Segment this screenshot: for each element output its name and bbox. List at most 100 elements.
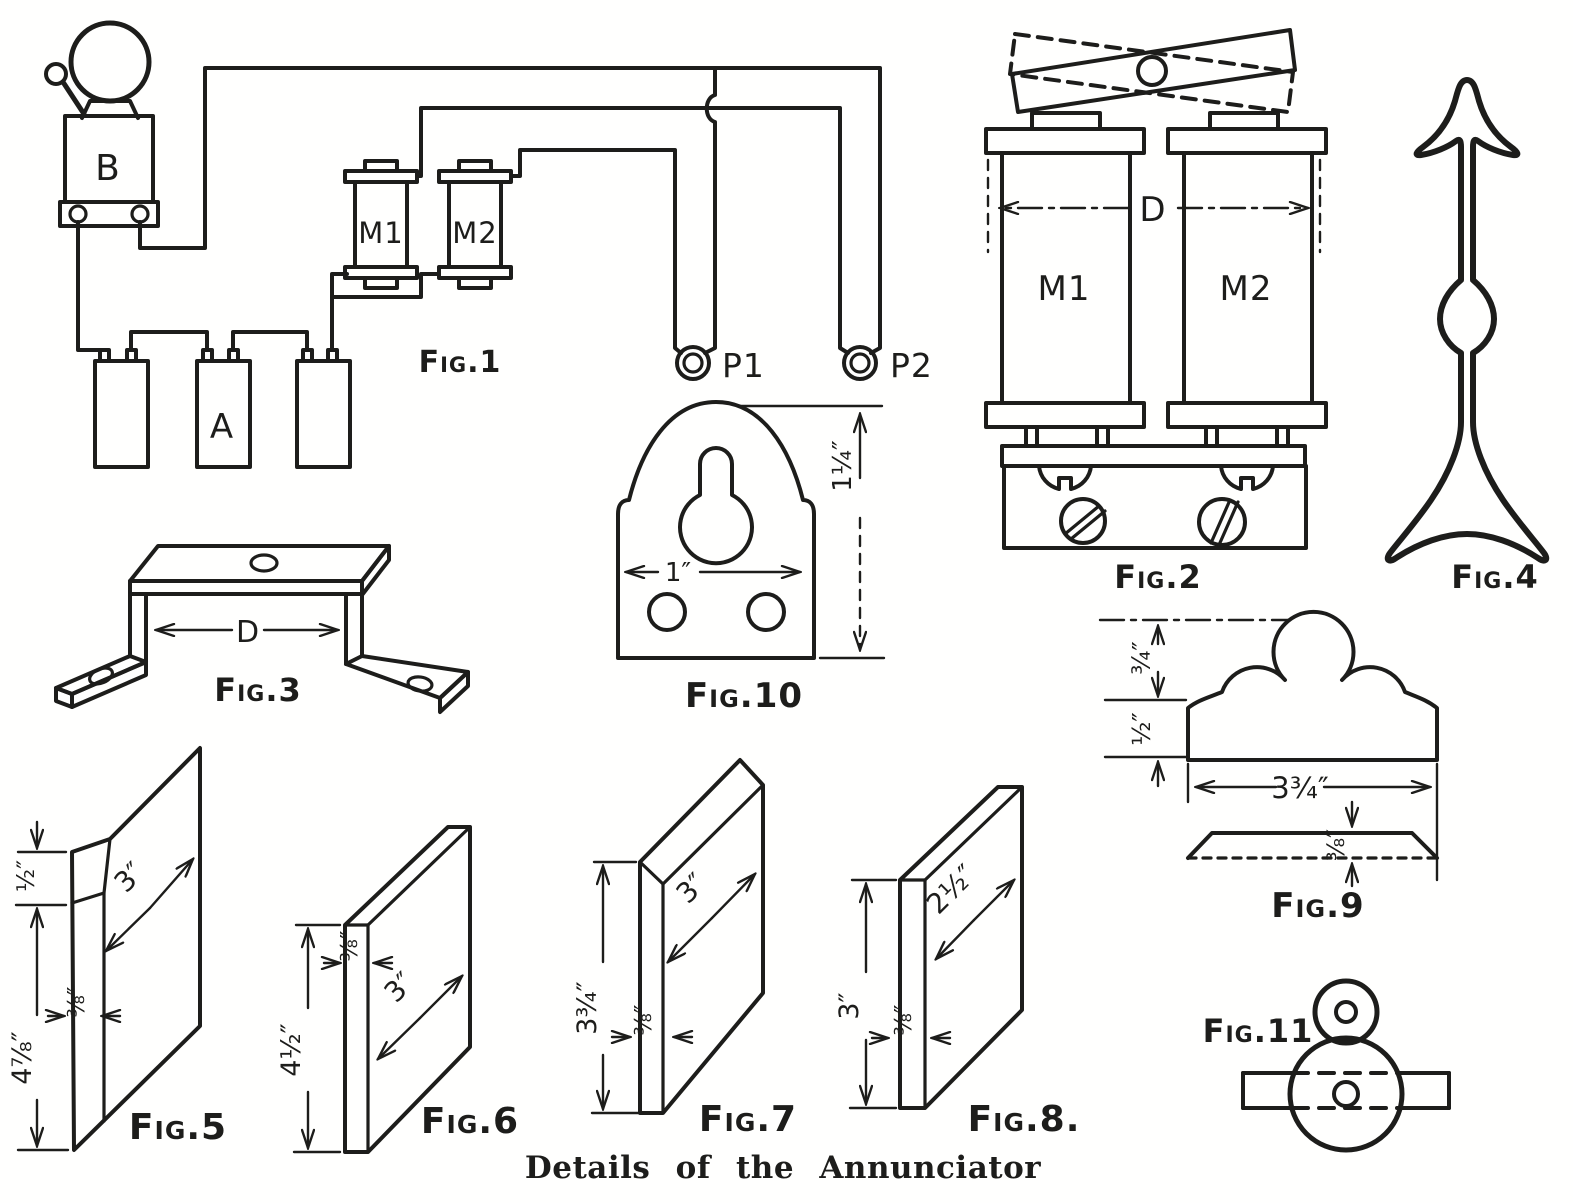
board-outline — [898, 785, 1024, 1110]
fig10-label: Fig.10 — [685, 676, 803, 716]
wire-m2-to-p1 — [509, 148, 683, 355]
coil-m2-label: M2 — [452, 216, 497, 250]
plate-outline — [616, 400, 816, 660]
depth-arrow — [148, 859, 193, 910]
screw-slot — [1063, 504, 1101, 536]
push-button-p2 — [842, 345, 878, 381]
fig6-height-dim: 4½″ — [276, 1023, 307, 1076]
battery-link-1 — [129, 330, 209, 352]
depth-arrow — [106, 906, 152, 951]
fig7-label: Fig.7 — [699, 1099, 797, 1140]
fig9-width-dim: 3¾″ — [1271, 771, 1329, 805]
wire-m1-to-p2 — [415, 106, 850, 355]
fig9-thickness-dim: ⅜″ — [1322, 829, 1350, 861]
bell-clapper-ball — [44, 62, 68, 86]
battery-link-2 — [231, 330, 309, 352]
fig2-label: Fig.2 — [1114, 558, 1202, 596]
depth-arrow — [378, 1016, 422, 1059]
fig9-scalloped-plate: ¾″ ½″ 3¾″ ⅜″ Fig.9 — [1098, 609, 1439, 926]
fig6-thickness-dim: ⅜″ — [337, 930, 363, 961]
small-disc-hole — [1334, 1000, 1358, 1024]
fig8-height-dim: 3″ — [834, 992, 865, 1019]
bracket-right-side — [360, 544, 391, 597]
bell-base — [58, 200, 160, 228]
fig1-label: Fig.1 — [419, 345, 502, 380]
keyhole-slot — [678, 446, 754, 566]
fig4-pointer-needle: Fig.4 — [1384, 77, 1550, 596]
base-block — [1002, 464, 1308, 550]
screw-hole-right — [746, 592, 786, 632]
push-button-p1 — [675, 345, 711, 381]
fig4-label: Fig.4 — [1451, 558, 1539, 596]
pointer-outline — [1384, 77, 1550, 564]
fig9-mid-dim: ½″ — [1127, 712, 1156, 746]
fig6-board: 4½″ ⅜″ 3″ Fig.6 — [276, 825, 519, 1154]
notched-cutout-right — [1219, 464, 1275, 491]
p1-label: P1 — [722, 346, 765, 385]
fig6-label: Fig.6 — [421, 1101, 519, 1142]
page-caption: Details of the Annunciator — [525, 1150, 1041, 1186]
fig2-m2-label: M2 — [1220, 269, 1273, 309]
board-outline — [638, 758, 765, 1115]
side-view-bar — [1186, 831, 1439, 860]
wire-topline-to-p1-with-hop — [703, 66, 717, 355]
battery-label: A — [210, 407, 234, 447]
board-outline — [70, 746, 202, 1152]
fig2-m1-label: M1 — [1038, 269, 1091, 309]
fig2-magnet-assembly: M1 M2 D Fig.2 — [984, 28, 1328, 596]
small-disc — [1312, 978, 1380, 1046]
screw-slot — [1069, 509, 1107, 541]
m1-flange-bottom — [984, 401, 1146, 429]
fig1-circuit-diagram: B A M1 M2 — [44, 20, 933, 469]
screw-head-right — [1197, 497, 1247, 547]
push-button-p2-center — [849, 352, 871, 374]
fig10-height-dim: 1¼″ — [828, 440, 858, 492]
bell-clapper-arm — [60, 79, 87, 117]
fig9-top-dim: ¾″ — [1127, 641, 1156, 675]
fig5-height-dim: 4⅞″ — [7, 1031, 38, 1084]
bracket-top-hole — [249, 553, 279, 573]
depth-arrow — [418, 976, 462, 1020]
board-outline — [343, 825, 472, 1154]
p2-label: P2 — [890, 346, 933, 385]
fig10-width-dim: 1″ — [665, 558, 692, 588]
fig3-u-bracket: D Fig.3 — [54, 544, 470, 714]
fig3-label: Fig.3 — [214, 671, 302, 709]
fig3-d-label: D — [236, 615, 260, 650]
fig2-d-label: D — [1139, 190, 1166, 230]
fig11-hub-detail: Fig.11 — [1203, 978, 1451, 1153]
depth-arrow — [710, 874, 755, 920]
fig8-thickness-dim: ⅜″ — [891, 1004, 917, 1035]
coil-m1-cap-bottom — [363, 276, 399, 290]
fig7-thickness-dim: ⅜″ — [631, 1004, 657, 1035]
right-foot-hole — [406, 675, 434, 693]
depth-arrow — [668, 916, 714, 962]
fig8-label: Fig.8. — [968, 1099, 1081, 1140]
board-top-slant — [366, 825, 472, 927]
screw-hole-left — [647, 592, 687, 632]
armature-pivot-hole — [1136, 55, 1168, 87]
m2-flange-bottom — [1166, 401, 1328, 429]
fig9-label: Fig.9 — [1271, 886, 1364, 926]
armature-solid-position — [1010, 28, 1297, 114]
armature-dashed-position — [1008, 32, 1295, 114]
screw-head-left — [1059, 497, 1107, 545]
large-disc — [1287, 1035, 1405, 1153]
fig11-label: Fig.11 — [1203, 1012, 1314, 1050]
left-foot-hole — [88, 666, 114, 686]
battery-cell — [195, 359, 252, 469]
wire-bell-to-battery — [76, 220, 106, 352]
wire-bell-to-p2 — [138, 66, 882, 355]
fig5-thickness-dim: ⅜″ — [64, 986, 90, 1017]
battery-cell — [295, 359, 352, 469]
fig5-top-dim: ½″ — [12, 860, 40, 892]
notched-cutout-left — [1037, 464, 1093, 491]
screw-slot — [1209, 498, 1232, 545]
left-foot-end — [54, 686, 74, 709]
depth-arrow — [972, 880, 1014, 922]
scallop-outline — [1186, 609, 1439, 762]
bell-neck — [80, 99, 140, 120]
